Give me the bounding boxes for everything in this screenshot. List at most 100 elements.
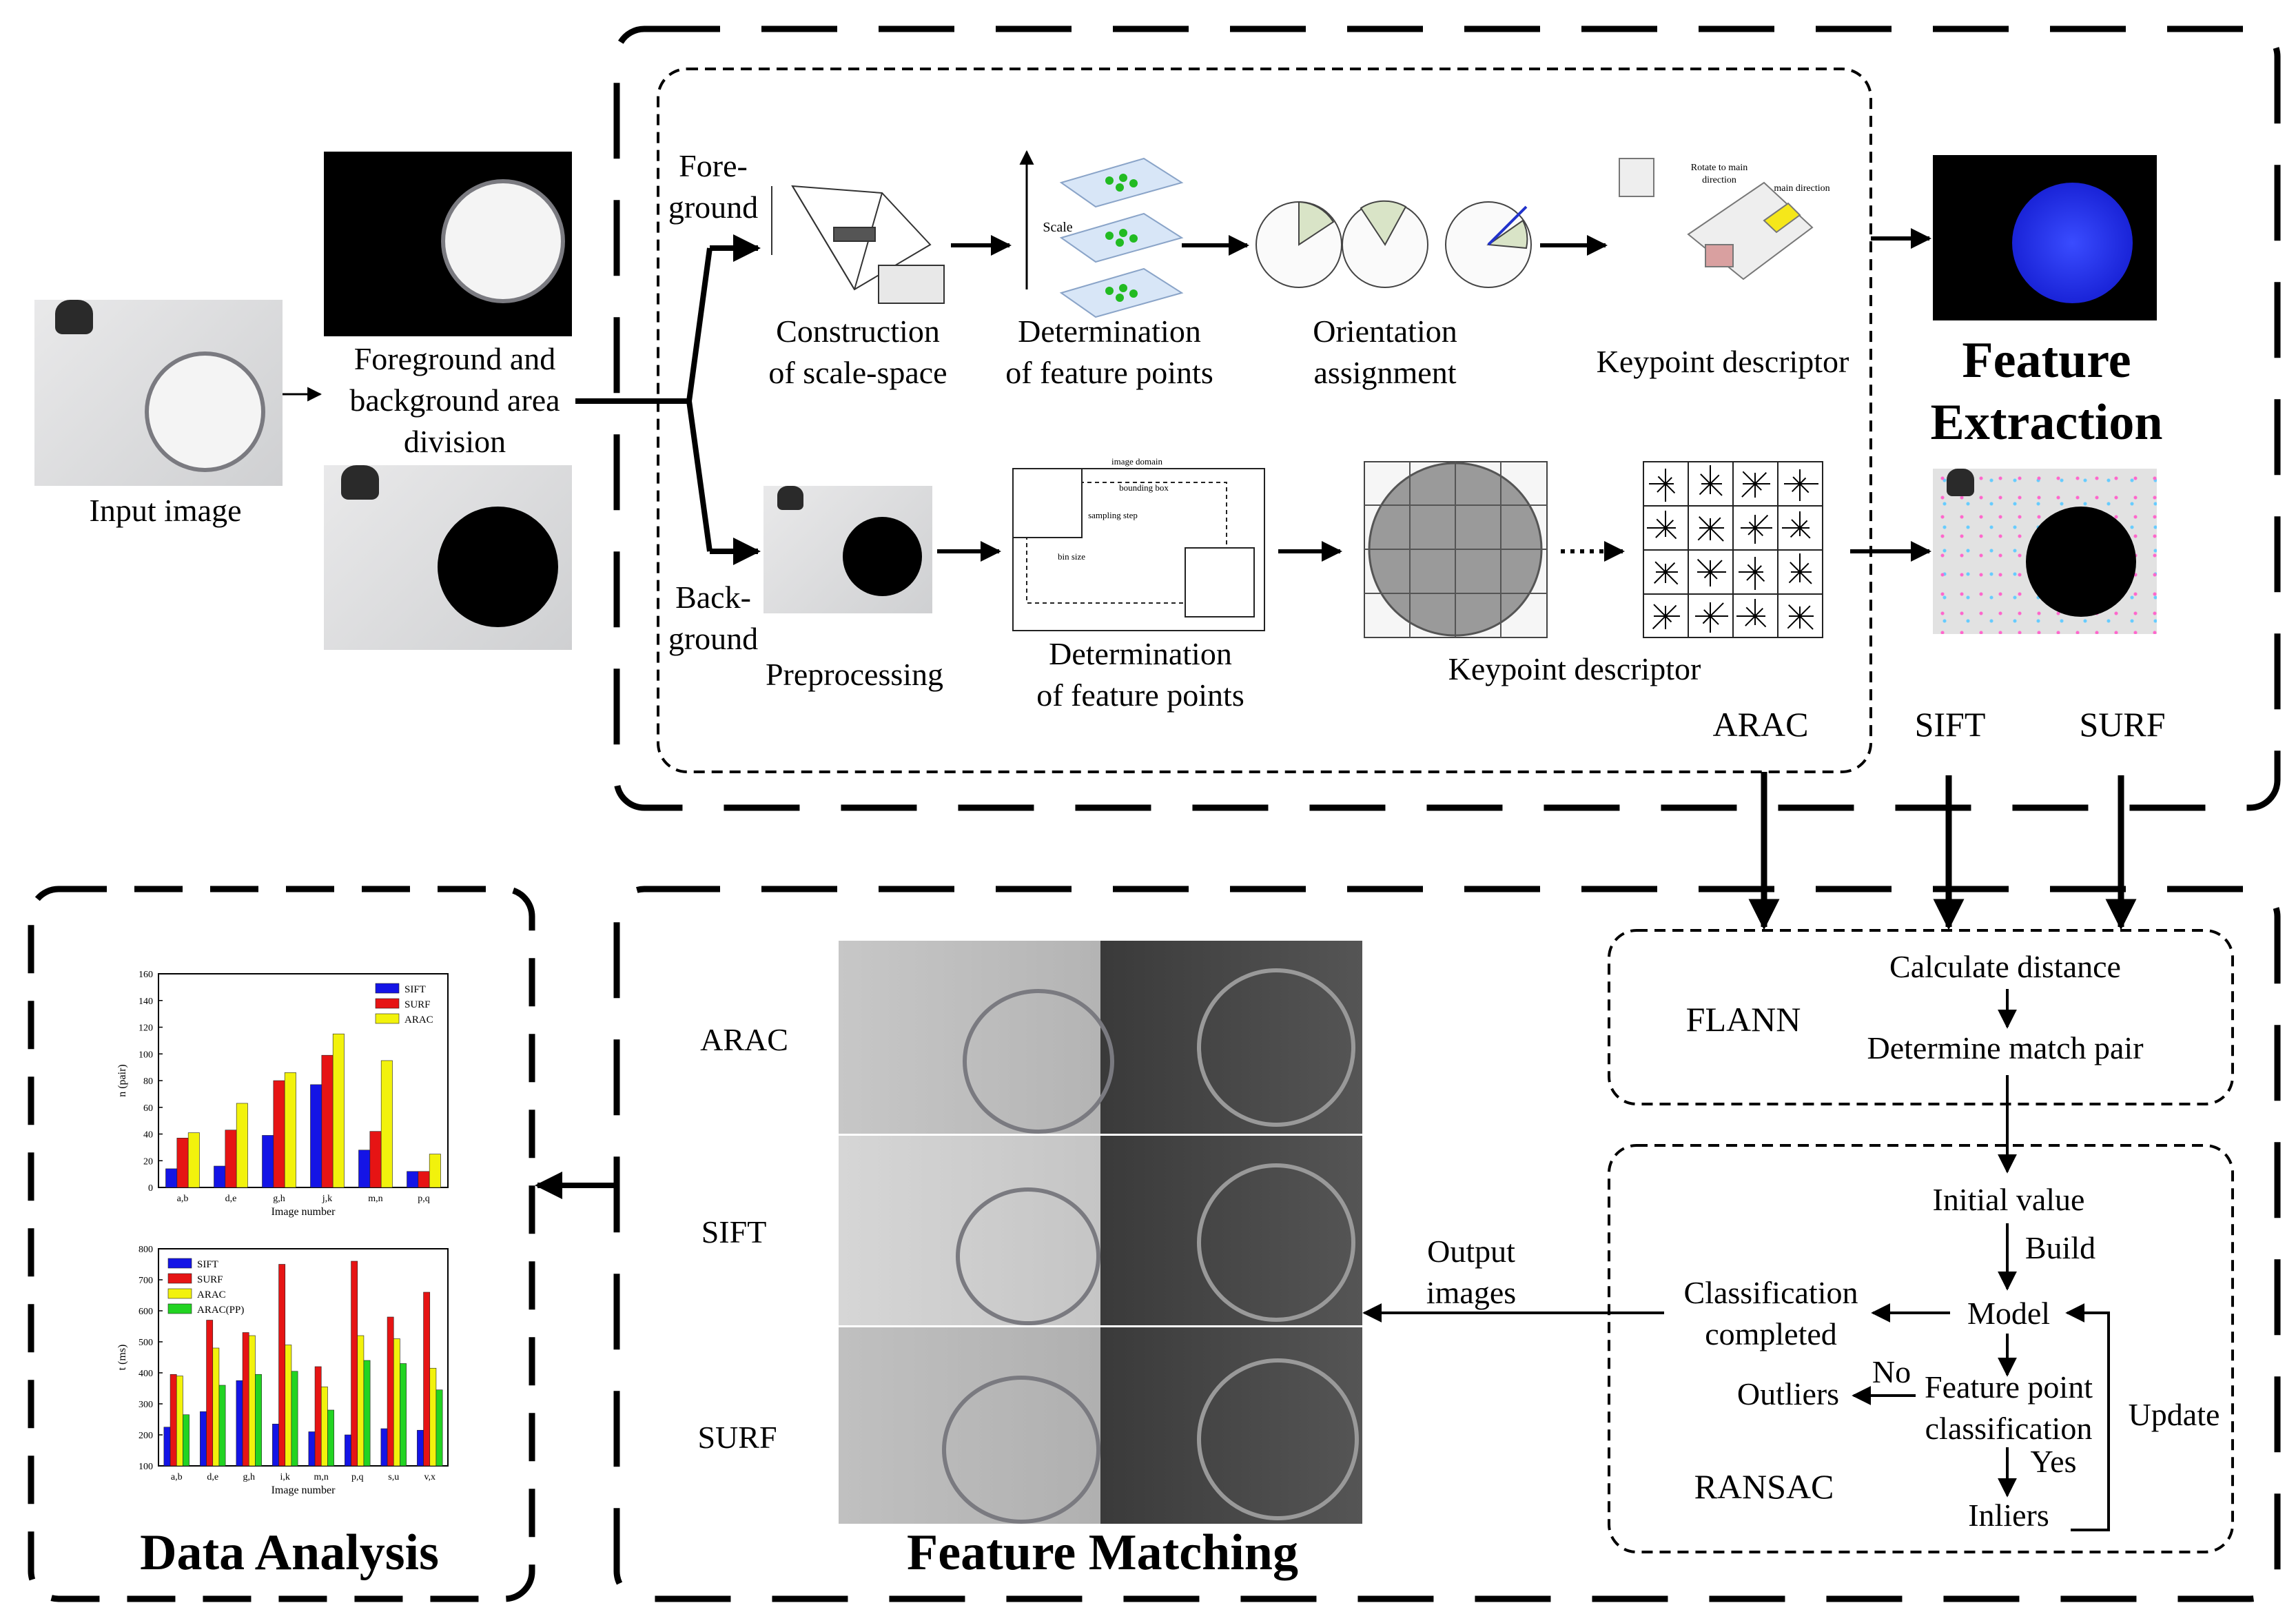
match-image-arac [839, 941, 1362, 1134]
bar-arac [284, 1072, 296, 1188]
descriptor-ray [1652, 615, 1666, 630]
legend-swatch [375, 983, 400, 994]
foreground-label-1: Fore- [679, 148, 748, 183]
bar-sift [163, 1427, 171, 1467]
descriptor-ray [1754, 615, 1767, 628]
y-tick-label: 20 [143, 1156, 153, 1167]
legend-label: SIFT [404, 984, 426, 995]
y-tick-label: 140 [139, 997, 153, 1007]
x-tick-label: g,h [273, 1194, 285, 1204]
fg-step-scale-1: Construction [776, 314, 940, 349]
division-label-3: division [403, 424, 506, 459]
x-tick-label: m,n [314, 1472, 329, 1482]
descriptor-ray [1799, 477, 1807, 484]
bar-surf [225, 1130, 237, 1188]
method-arac: ARAC [1712, 705, 1809, 744]
bar-surf [273, 1080, 285, 1188]
descriptor-ray [1665, 604, 1677, 617]
descriptor-ray [1710, 560, 1723, 573]
bar-arac [285, 1345, 292, 1467]
descriptor-ray [1665, 527, 1677, 540]
descriptor-ray [1741, 483, 1756, 498]
ransac-frame [1608, 1144, 2234, 1553]
descriptor-ray [1703, 609, 1711, 617]
descriptor-ray [1697, 558, 1711, 573]
fg-step-descriptor: Keypoint descriptor [1596, 344, 1849, 379]
input-image [34, 300, 283, 486]
bar-aracpp [255, 1374, 262, 1467]
fg-step-orientation-2: assignment [1313, 355, 1457, 390]
scale-space-illustration [771, 185, 945, 304]
bounding-box-mini-label: bounding box [1119, 482, 1169, 493]
bar-sift [380, 1428, 388, 1467]
bar-arac [429, 1154, 441, 1188]
descriptor-ray [1665, 519, 1674, 529]
descriptor-ray [1745, 606, 1756, 617]
bar-surf [206, 1320, 214, 1467]
descriptor-ray [1710, 571, 1718, 580]
bar-sift [165, 1168, 178, 1188]
rotate-mini-label: Rotate to main direction [1690, 163, 1748, 185]
x-axis-label: Image number [271, 1206, 336, 1218]
descriptor-ray [1742, 471, 1756, 484]
descriptor-ray [1699, 483, 1711, 496]
scale-mini-label: Scale [1043, 220, 1073, 235]
sift-result-image [1933, 155, 2157, 320]
x-tick-label: g,h [243, 1472, 256, 1482]
bar-sift [310, 1084, 322, 1188]
bg-density-illustration [1364, 461, 1548, 638]
descriptor-ray [1790, 562, 1801, 573]
ransac-no: No [1872, 1354, 1911, 1389]
ransac-model: Model [1967, 1296, 2051, 1331]
x-tick-label: v,x [424, 1472, 435, 1482]
background-label-1: Back- [675, 580, 751, 615]
y-tick-label: 500 [139, 1338, 153, 1348]
match-image-sift [839, 1136, 1362, 1325]
descriptor-ray [1703, 571, 1711, 579]
bar-sift [236, 1380, 243, 1467]
descriptor-ray [1665, 483, 1676, 494]
descriptor-ray [1788, 571, 1801, 584]
descriptor-ray [1710, 517, 1721, 529]
y-tick-label: 100 [139, 1050, 153, 1060]
bin-size-mini-label: bin size [1057, 551, 1086, 562]
bar-sift [200, 1411, 207, 1467]
descriptor-ray [1754, 527, 1764, 537]
descriptor-ray [1754, 514, 1769, 529]
feature-extraction-frame [613, 25, 2281, 811]
descriptor-ray [1788, 604, 1801, 617]
bar-sift [417, 1429, 424, 1467]
bar-surf [423, 1292, 431, 1467]
descriptor-ray [1792, 476, 1801, 484]
flann-name: FLANN [1685, 1000, 1801, 1039]
ransac-yes: Yes [2030, 1444, 2077, 1479]
descriptor-ray [1710, 602, 1724, 617]
legend-label: SURF [197, 1274, 223, 1285]
feature-extraction-title-1: Feature [1962, 332, 2131, 389]
match-row-sift: SIFT [701, 1214, 767, 1249]
legend-swatch [167, 1258, 192, 1269]
sampling-step-mini-label: sampling step [1088, 510, 1138, 520]
y-tick-label: 40 [143, 1130, 153, 1141]
y-axis-label: n (pair) [116, 1064, 128, 1097]
legend-label: ARAC [404, 1014, 433, 1025]
bar-arac [393, 1338, 400, 1467]
legend-label: ARAC [197, 1289, 226, 1300]
bar-aracpp [400, 1363, 407, 1467]
input-label: Input image [89, 493, 242, 528]
descriptor-ray [1799, 605, 1811, 617]
bar-sift [262, 1135, 274, 1188]
descriptor-ray [1657, 483, 1666, 493]
descriptor-ray [1654, 561, 1666, 573]
main-direction-mini-label: main direction [1774, 183, 1830, 194]
ransac-classification-1: Feature point [1925, 1369, 2093, 1405]
arac-inner-frame [657, 68, 1872, 773]
y-tick-label: 300 [139, 1400, 153, 1410]
method-surf: SURF [2079, 705, 2166, 744]
y-tick-label: 800 [139, 1245, 153, 1255]
x-axis-label: Image number [271, 1484, 336, 1496]
descriptor-ray [1710, 483, 1723, 496]
descriptor-ray [1699, 516, 1711, 529]
y-tick-label: 60 [143, 1103, 153, 1114]
orientation-illustration [1255, 200, 1532, 288]
